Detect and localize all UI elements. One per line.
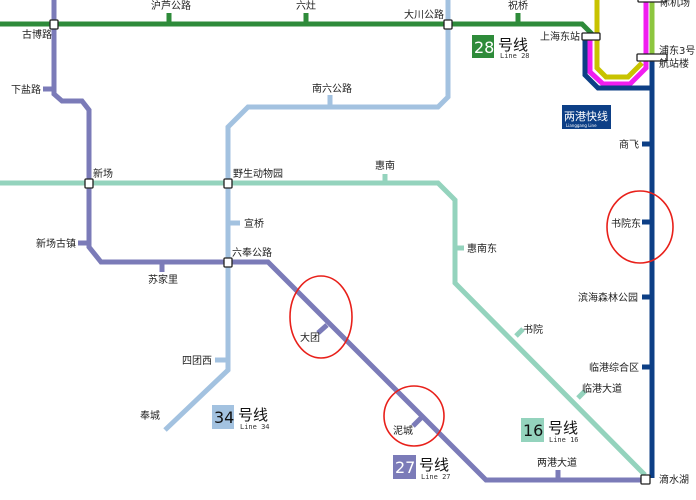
lianggang-stubs	[642, 141, 652, 370]
interchange-liufeng[interactable]	[223, 257, 233, 268]
line-yellow[interactable]	[594, 0, 644, 80]
station-xcgz[interactable]: 新场古镇	[36, 237, 76, 250]
station-hulu[interactable]: 沪芦公路	[151, 0, 191, 12]
line-28[interactable]	[0, 21, 594, 36]
station-pudong3a[interactable]: 浦东3号	[659, 44, 695, 57]
badge-text: 号线	[238, 406, 268, 424]
station-sujiali[interactable]: 苏家里	[148, 273, 178, 286]
station-xiayan[interactable]: 下盐路	[11, 83, 41, 96]
station-zhuqiao[interactable]: 祝桥	[508, 0, 528, 12]
station-nicheng[interactable]: 泥城	[393, 424, 413, 437]
interchange-airport[interactable]	[637, 0, 667, 3]
badge-number: 16	[523, 421, 543, 440]
badge-text: 号线	[548, 419, 578, 437]
badge-english: Line 28	[500, 52, 530, 60]
station-gubo[interactable]: 古博路	[22, 28, 52, 41]
station-datuan[interactable]: 大团	[300, 331, 320, 344]
highlights	[289, 190, 674, 447]
interchange-dishuihu[interactable]	[640, 474, 651, 485]
badge-number: 34	[214, 408, 234, 427]
badge-line-34[interactable]: 34 号线 Line 34	[212, 405, 270, 431]
line-16[interactable]	[0, 180, 647, 477]
interchange-xinchang[interactable]	[84, 178, 94, 189]
interchange-yesheng[interactable]	[223, 178, 233, 189]
station-lingangdd[interactable]: 临港大道	[582, 382, 622, 395]
station-huinandong[interactable]: 惠南东	[467, 242, 497, 255]
station-dishuihu[interactable]: 滴水湖	[659, 473, 689, 486]
line16-stubs	[382, 174, 587, 400]
badge-number: 27	[395, 458, 415, 477]
station-dachuan[interactable]: 大川公路	[404, 8, 444, 21]
station-labels: 古博路 沪芦公路 六灶 大川公路 祝桥 上海东站 际机场 浦东3号 航站楼 下盐…	[11, 0, 695, 486]
station-pudong3b[interactable]: 航站楼	[659, 57, 689, 70]
line-27[interactable]	[51, 0, 645, 483]
interchange-shdong[interactable]	[581, 32, 601, 41]
line28-stubs	[166, 13, 521, 24]
badge-english: Line 16	[549, 436, 579, 444]
station-binhai[interactable]: 滨海森林公园	[578, 291, 638, 304]
badge-english: Lianggang Line	[566, 123, 597, 128]
badge-line-16[interactable]: 16 号线 Line 16	[521, 418, 579, 444]
station-situanxi[interactable]: 四团西	[182, 355, 212, 367]
line34-stubs	[215, 95, 333, 363]
station-shuyuan[interactable]: 书院	[523, 323, 543, 336]
badge-text: 号线	[498, 36, 528, 54]
badge-english: Line 34	[240, 423, 270, 431]
badge-text: 号线	[419, 456, 449, 474]
badge-lianggang[interactable]: 两港快线 Lianggang Line	[562, 105, 611, 129]
interchange-gubo[interactable]	[49, 19, 59, 30]
station-lingangzh[interactable]: 临港综合区	[589, 361, 639, 374]
station-huinan[interactable]: 惠南	[375, 159, 395, 172]
line27-stubs	[43, 86, 561, 480]
station-shdong[interactable]: 上海东站	[540, 30, 580, 43]
station-xinchang[interactable]: 新场	[93, 167, 113, 180]
highlight-circle-nicheng	[383, 385, 445, 447]
badge-line-28[interactable]: 28 号线 Line 28	[472, 35, 530, 60]
interchange-pudong3[interactable]	[636, 53, 668, 62]
interchanges	[49, 0, 668, 485]
station-xuanqiao[interactable]: 宣桥	[244, 217, 264, 230]
station-liuzao[interactable]: 六灶	[296, 0, 316, 12]
station-fengcheng[interactable]: 奉城	[140, 409, 160, 422]
badge-english: Line 27	[421, 473, 451, 481]
station-airport[interactable]: 际机场	[660, 0, 690, 9]
interchange-dachuan[interactable]	[443, 19, 453, 30]
highlight-circle-datuan	[289, 275, 353, 359]
line-34[interactable]	[163, 0, 451, 432]
badge-number: 28	[474, 38, 494, 57]
station-shangfei[interactable]: 商飞	[619, 138, 639, 151]
station-liufeng[interactable]: 六奉公路	[232, 246, 272, 259]
badge-line-27[interactable]: 27 号线 Line 27	[393, 455, 451, 481]
station-yesheng[interactable]: 野生动物园	[233, 167, 283, 180]
line-lianggang[interactable]	[582, 36, 655, 478]
badge-text: 两港快线	[564, 109, 608, 123]
station-nanliu[interactable]: 南六公路	[312, 82, 352, 95]
station-lianggangdd[interactable]: 两港大道	[537, 456, 577, 469]
highlight-circle-shuyuandong	[606, 190, 674, 264]
station-shuyuandong[interactable]: 书院东	[611, 217, 641, 230]
